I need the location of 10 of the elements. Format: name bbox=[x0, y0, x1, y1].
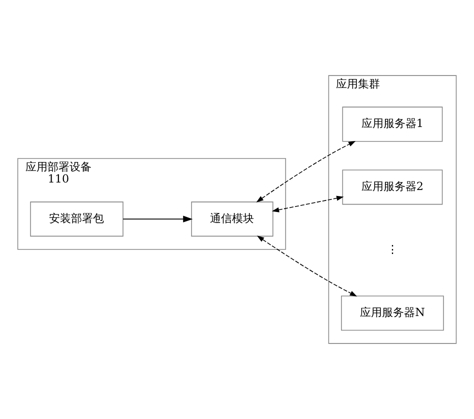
arrow bbox=[256, 236, 358, 296]
node-box: 安装部署包 bbox=[30, 202, 124, 237]
arrow bbox=[256, 140, 356, 202]
node-box: 应用服务器1 bbox=[342, 106, 443, 142]
node-box: 应用服务器2 bbox=[342, 170, 443, 205]
arrow bbox=[272, 196, 344, 212]
label: ⋮ bbox=[386, 243, 398, 256]
node-box: 应用服务器N bbox=[341, 296, 444, 331]
arrow bbox=[122, 216, 193, 222]
node-box: 通信模块 bbox=[191, 202, 274, 237]
